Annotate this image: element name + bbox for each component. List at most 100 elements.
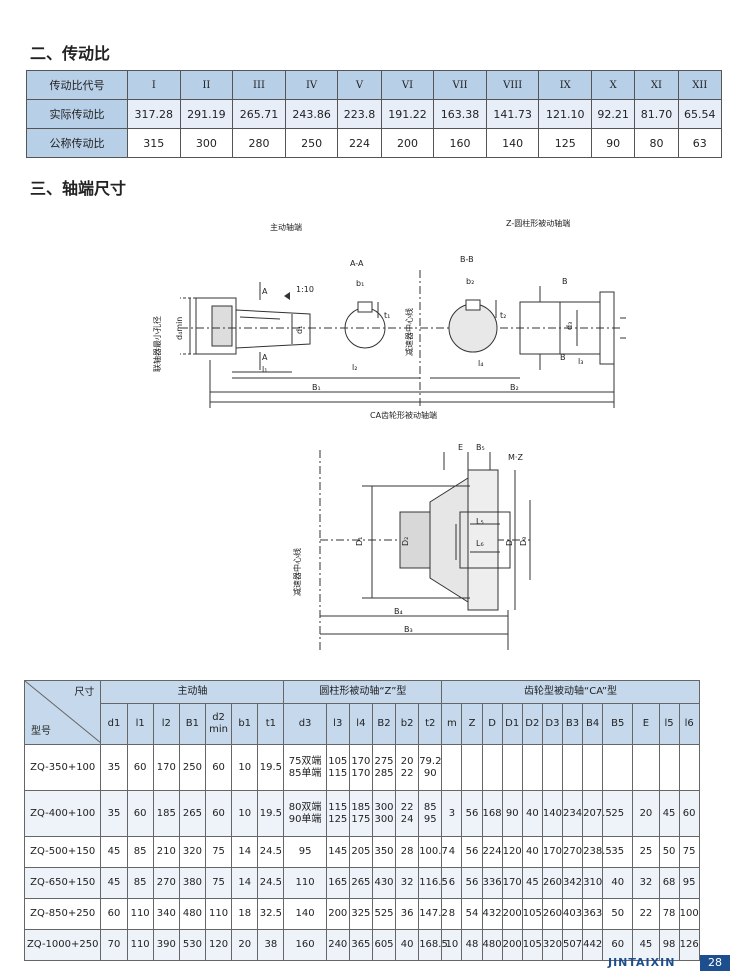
label-D1: D₁ [355,537,364,546]
ratio-actual-value: 223.8 [337,99,382,129]
dim-value-cell: 605 [371,929,397,961]
dim-value-cell: 22 [632,898,660,930]
dim-value-cell: 430 [371,867,397,899]
dim-value-cell: 110 [204,898,233,930]
label-D2: D₂ [401,537,410,546]
group-header-ca: 齿轮型被动轴“CA”型 [441,680,700,704]
dim-value-cell: 35 [100,744,128,791]
ratio-actual-value: 65.54 [677,99,723,129]
dim-value-cell: 238.5 [582,836,612,868]
dim-value-cell: 100.7 [418,836,448,868]
dim-value-cell: 250 [178,744,206,791]
dim-value-cell [461,744,483,791]
dim-value-cell: 40 [395,929,420,961]
label-B3: B₃ [404,625,413,634]
ratio-actual-value: 191.22 [380,99,435,129]
dim-value-cell: 390 [152,929,180,961]
dim-value-cell: 56 [461,836,483,868]
dim-value-cell: 185 175 [348,790,373,837]
ratio-actual-label: 实际传动比 [26,99,128,129]
ratio-actual-value: 141.73 [485,99,540,129]
dim-value-cell: 185 [152,790,180,837]
ratio-actual-value: 317.28 [127,99,181,129]
section-shaft-title: 三、轴端尺寸 [30,179,127,198]
dim-value-cell: 320 [178,836,206,868]
label-L6: L₆ [476,539,484,548]
dim-model-cell: ZQ-400+100 [23,790,102,837]
dim-value-cell: 40 [521,790,543,837]
label-dmin: d₄min [175,317,184,340]
ratio-nominal-value: 250 [284,128,339,158]
label-d1: d₁ [295,326,304,334]
dim-value-cell: 60 [204,790,233,837]
dim-value-cell: 442 [582,929,604,961]
vertical-label-center: 减速器中心线 [404,308,414,356]
dim-value-cell: 40 [521,836,543,868]
label-drive-end: 主动轴端 [270,222,302,232]
ratio-nominal-value: 280 [232,128,286,158]
dim-value-cell: 70 [100,929,128,961]
ratio-code: IX [538,70,593,100]
dim-model-cell: ZQ-350+100 [23,744,102,791]
dim-value-cell: 32.5 [257,898,285,930]
dim-value-cell [602,744,634,791]
ratio-code: IV [284,70,339,100]
dim-column-header: Z [461,703,483,745]
dim-value-cell [441,744,463,791]
dim-column-header: b2 [395,703,420,745]
dim-value-cell: 403 [561,898,584,930]
dim-value-cell: 116.5 [418,867,448,899]
dim-value-cell: 85 [126,836,154,868]
dim-value-cell: 270 [561,836,584,868]
ratio-code: I [127,70,181,100]
dim-value-cell: 79.2 90 [418,744,443,791]
dim-value-cell: 10 [231,744,259,791]
dim-value-cell: 38 [257,929,285,961]
dim-value-cell: 3 [441,790,463,837]
dim-value-cell: 115 125 [325,790,350,837]
label-D: D [505,540,514,546]
dim-value-cell [501,744,523,791]
dim-value-cell: 45 [100,836,128,868]
dim-column-header: l4 [348,703,373,745]
label-t1: t₁ [384,311,390,320]
label-L5: L₅ [476,517,484,526]
dim-value-cell: 60 [204,744,233,791]
dim-value-cell: 75 [678,836,700,868]
dim-value-cell: 270 [152,867,180,899]
ratio-nominal-value: 140 [485,128,540,158]
dim-column-header: D3 [541,703,563,745]
dim-column-header: m [441,703,463,745]
dim-column-header: t1 [257,703,285,745]
label-d3: d₃ [565,322,574,330]
dim-value-cell: 24.5 [257,836,285,868]
dim-value-cell: 45 [521,867,543,899]
dim-value-cell: 300 300 [371,790,397,837]
dim-corner-cell: 尺寸 型号 [23,680,102,745]
ratio-nominal-value: 200 [380,128,435,158]
dim-value-cell: 525 [371,898,397,930]
dim-value-cell: 320 [541,929,563,961]
dim-value-cell: 19.5 [257,790,285,837]
label-b1: b₁ [356,279,364,288]
dim-value-cell: 350 [371,836,397,868]
ratio-code-row: 传动比代号 I II III IV V VI VII VIII IX X XI … [26,70,723,100]
dim-value-cell: 25 [632,836,660,868]
dim-column-header: l3 [325,703,350,745]
dim-value-cell: 234 [561,790,584,837]
corner-label-size: 尺寸 [74,687,95,698]
dim-value-cell: 20 [231,929,259,961]
dim-value-cell: 36 [395,898,420,930]
label-E: E [458,443,463,452]
dim-value-cell: 8 [441,898,463,930]
ratio-nominal-row: 公称传动比 315 300 280 250 224 200 160 140 12… [26,128,723,158]
dim-value-cell: 22 24 [395,790,420,837]
dim-value-cell: 140 [541,790,563,837]
dim-value-cell: 380 [178,867,206,899]
dim-value-cell: 60 [126,744,154,791]
label-aa: A-A [350,259,364,268]
